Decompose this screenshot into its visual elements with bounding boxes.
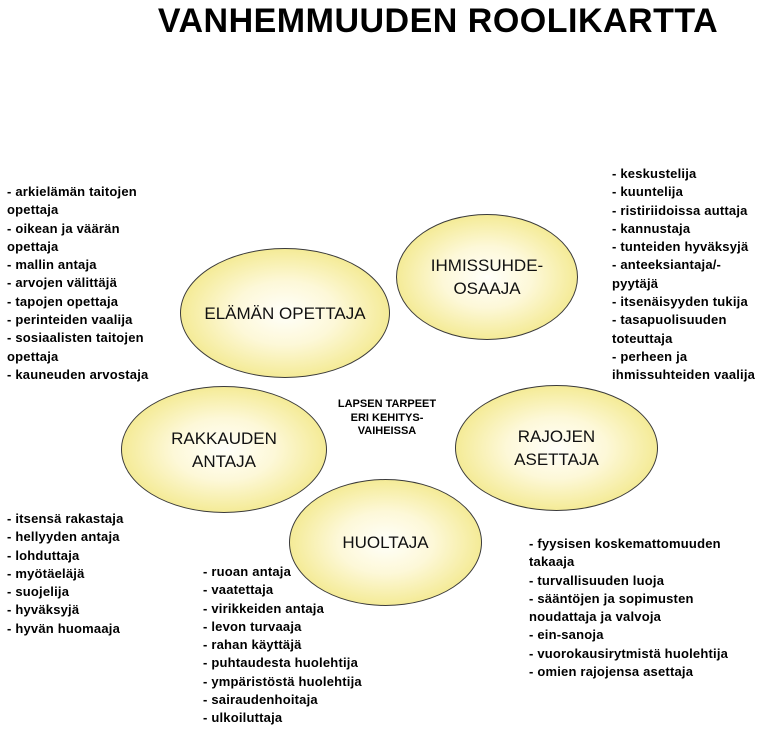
role-label-rajojen-asettaja: RAJOJEN ASETTAJA (514, 427, 599, 469)
list-item: - arkielämän taitojen opettaja (7, 184, 137, 218)
list-item: - fyysisen koskemattomuuden takaaja (529, 536, 721, 570)
list-item: - tunteiden hyväksyjä (612, 239, 749, 255)
list-item: - hellyyden antaja (7, 529, 120, 545)
list-item: - mallin antaja (7, 257, 97, 273)
list-item: - ulkoiluttaja (203, 710, 283, 726)
list-item: - vuorokausirytmistä huolehtija (529, 645, 729, 661)
list-item: - itsenäisyyden tukija (612, 294, 748, 310)
role-ellipse-huoltaja: HUOLTAJA (289, 479, 482, 606)
center-label: LAPSEN TARPEET ERI KEHITYS- VAIHEISSA (337, 398, 437, 437)
list-item: - anteeksiantaja/- pyytäjä (612, 257, 722, 291)
list-item: - kannustaja (612, 220, 691, 236)
list-huoltaja: - ruoan antaja - vaatettaja - virikkeide… (203, 563, 362, 728)
list-item: - ympäristöstä huolehtija (203, 673, 362, 689)
list-item: - puhtaudesta huolehtija (203, 655, 359, 671)
role-ellipse-elaman-opettaja: ELÄMÄN OPETTAJA (180, 248, 390, 378)
list-item: - kauneuden arvostaja (7, 366, 149, 382)
list-item: - omien rajojensa asettaja (529, 664, 694, 680)
list-item: - myötäeläjä (7, 565, 85, 581)
list-item: - ristiriidoissa auttaja (612, 202, 748, 218)
role-label-rakkauden-antaja: RAKKAUDEN ANTAJA (171, 428, 277, 471)
list-item: - sosiaalisten taitojen opettaja (7, 330, 144, 364)
list-item: - itsensä rakastaja (7, 511, 124, 526)
list-item: - tasapuolisuuden toteuttaja (612, 312, 727, 346)
list-elaman-opettaja: - arkielämän taitojen opettaja - oikean … (7, 183, 148, 384)
list-item: - ein-sanoja (529, 627, 604, 643)
list-item: - hyväksyjä (7, 602, 80, 618)
list-item: - rahan käyttäjä (203, 637, 302, 653)
list-item: - suojelija (7, 584, 70, 600)
list-ihmissuhdeosaaja: - keskustelija - kuuntelija - ristiriido… (612, 165, 755, 385)
list-item: - lohduttaja (7, 547, 80, 563)
list-rakkauden-antaja: - itsensä rakastaja - hellyyden antaja -… (7, 510, 124, 638)
list-item: - turvallisuuden luoja (529, 572, 665, 588)
list-item: - sairaudenhoitaja (203, 692, 318, 708)
list-item: - hyvän huomaaja (7, 620, 121, 636)
list-rajojen-asettaja: - fyysisen koskemattomuuden takaaja - tu… (529, 535, 728, 681)
list-item: - perheen ja ihmissuhteiden vaalija (612, 348, 756, 383)
list-item: - kuuntelija (612, 184, 684, 200)
role-ellipse-ihmissuhdeosaaja: IHMISSUHDE- OSAAJA (396, 214, 578, 340)
role-ellipse-rajojen-asettaja: RAJOJEN ASETTAJA (455, 385, 658, 511)
list-item: - virikkeiden antaja (203, 600, 325, 616)
role-label-elaman-opettaja: ELÄMÄN OPETTAJA (204, 303, 366, 323)
role-ellipse-rakkauden-antaja: RAKKAUDEN ANTAJA (121, 386, 327, 513)
list-item: - arvojen välittäjä (7, 275, 118, 291)
page-title: VANHEMMUUDEN ROOLIKARTTA (157, 2, 719, 40)
list-item: - sääntöjen ja sopimusten noudattaja ja … (529, 590, 694, 625)
list-item: - keskustelija (612, 166, 697, 181)
list-item: - oikean ja väärän opettaja (7, 220, 120, 254)
role-label-ihmissuhdeosaaja: IHMISSUHDE- OSAAJA (430, 256, 544, 298)
list-item: - tapojen opettaja (7, 293, 119, 309)
role-label-huoltaja: HUOLTAJA (342, 533, 429, 552)
list-item: - perinteiden vaalija (7, 312, 133, 328)
list-item: - vaatettaja (203, 582, 274, 598)
list-item: - ruoan antaja (203, 564, 292, 579)
list-item: - levon turvaaja (203, 618, 302, 634)
